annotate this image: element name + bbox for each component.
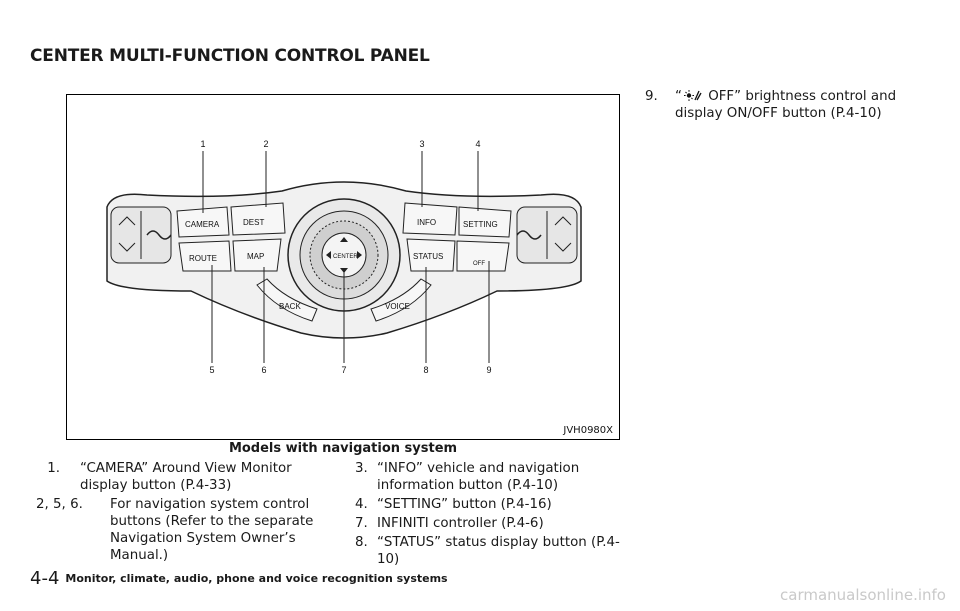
item-number: 9. — [645, 89, 658, 104]
brightness-icon — [683, 90, 702, 101]
item-text: “CAMERA” Around View Monitor display but… — [80, 461, 292, 493]
item-text: “INFO” vehicle and navigation informatio… — [377, 461, 580, 493]
page-footer: 4-4 Monitor, climate, audio, phone and vo… — [30, 568, 448, 589]
list-item: 2, 5, 6. For navigation system control b… — [30, 496, 340, 564]
control-panel-illustration: CAMERA DEST ROUTE MAP INFO SETTING STATU… — [106, 139, 582, 375]
item-number: 2, 5, 6. — [36, 497, 83, 512]
item-number: 8. — [355, 535, 368, 550]
panel-label-info: INFO — [417, 218, 436, 227]
item-number: 1. — [47, 461, 60, 476]
item-number: 4. — [355, 497, 368, 512]
list-column-right: 9. “ OFF” brightness control and display… — [645, 88, 935, 124]
callout-1: 1 — [200, 139, 205, 149]
panel-label-map: MAP — [247, 252, 264, 261]
map-button-shape — [232, 238, 282, 272]
panel-label-voice: VOICE — [385, 302, 410, 311]
panel-label-back: BACK — [279, 302, 301, 311]
panel-label-setting: SETTING — [463, 220, 498, 229]
callout-7: 7 — [341, 365, 346, 375]
camera-button-shape — [176, 206, 230, 238]
section-heading: CENTER MULTI-FUNCTION CONTROL PANEL — [30, 46, 430, 66]
status-button-shape — [406, 238, 456, 272]
callout-6: 6 — [261, 365, 266, 375]
info-button-shape — [402, 202, 458, 236]
item-text: “STATUS” status display button (P.4-10) — [377, 535, 620, 567]
chapter-title: Monitor, climate, audio, phone and voice… — [65, 572, 448, 585]
item-text: For navigation system control buttons (R… — [110, 497, 314, 563]
callout-5: 5 — [209, 365, 214, 375]
item-text: “SETTING” button (P.4-16) — [377, 497, 552, 512]
panel-label-center: CENTER — [333, 254, 358, 260]
panel-label-route: ROUTE — [189, 254, 217, 263]
callout-3: 3 — [419, 139, 424, 149]
panel-label-off: OFF — [473, 261, 485, 267]
list-item: 1. “CAMERA” Around View Monitor display … — [30, 460, 340, 494]
control-panel-figure: CAMERA DEST ROUTE MAP INFO SETTING STATU… — [66, 94, 620, 440]
route-button-shape — [178, 240, 232, 272]
item-text-before: “ — [675, 89, 682, 104]
list-column-middle: 3. “INFO” vehicle and navigation informa… — [355, 460, 625, 570]
item-number: 3. — [355, 461, 368, 476]
list-item: 8. “STATUS” status display button (P.4-1… — [355, 534, 625, 568]
watermark: carmanualsonline.info — [780, 586, 946, 604]
list-item: 7. INFINITI controller (P.4-6) — [355, 515, 625, 532]
setting-button-shape — [458, 206, 512, 238]
panel-label-dest: DEST — [243, 218, 264, 227]
item-text: INFINITI controller (P.4-6) — [377, 516, 544, 531]
list-column-left: 1. “CAMERA” Around View Monitor display … — [30, 460, 340, 566]
item-text-after: OFF” brightness control and display ON/O… — [675, 89, 897, 121]
callout-4: 4 — [475, 139, 480, 149]
page-number: 4-4 — [30, 568, 60, 589]
voice-button-shape — [370, 278, 432, 322]
item-number: 7. — [355, 516, 368, 531]
panel-label-status: STATUS — [413, 252, 443, 261]
panel-label-camera: CAMERA — [185, 220, 220, 229]
callout-8: 8 — [423, 365, 428, 375]
callout-9: 9 — [486, 365, 491, 375]
figure-code: JVH0980X — [563, 425, 613, 436]
figure-caption: Models with navigation system — [228, 441, 458, 456]
list-item: 4. “SETTING” button (P.4-16) — [355, 496, 625, 513]
list-item: 9. “ OFF” brightness control and display… — [645, 88, 935, 122]
brightness-button-shape — [456, 240, 510, 272]
list-item: 3. “INFO” vehicle and navigation informa… — [355, 460, 625, 494]
callout-2: 2 — [263, 139, 268, 149]
back-button-shape — [256, 278, 318, 322]
